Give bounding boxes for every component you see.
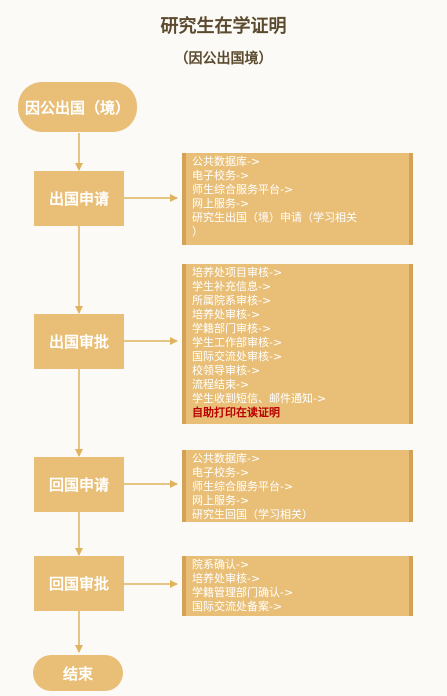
note-line: 网上服务-> [192, 494, 250, 507]
page-title: 研究生在学证明 [160, 16, 287, 37]
step-outbound-approve: 出国审批 [34, 314, 124, 369]
step-outbound-apply: 出国申请 [34, 171, 124, 226]
note-line: 培养处项目审核-> [192, 266, 283, 279]
note-line: 流程结束-> [192, 378, 250, 391]
note-line: 电子校务-> [192, 466, 250, 479]
note-line: 学籍管理部门确认-> [192, 586, 294, 599]
note-line: 培养处审核-> [192, 572, 261, 585]
note-line: 培养处审核-> [192, 308, 261, 321]
note-lines: 培养处项目审核-> 学生补充信息-> 所属院系审核-> 培养处审核-> 学籍部门… [192, 266, 403, 420]
note-return-approve: 院系确认-> 培养处审核-> 学籍管理部门确认-> 国际交流处备案-> [182, 556, 413, 616]
note-line: 师生综合服务平台-> [192, 183, 294, 196]
note-line: 校领导审核-> [192, 364, 261, 377]
note-line: 公共数据库-> [192, 155, 261, 168]
flow-end-node: 结束 [33, 655, 123, 691]
note-line: 网上服务-> [192, 197, 250, 210]
note-line: 院系确认-> [192, 558, 250, 571]
note-line: 研究生出国（境）申请（学习相关 [192, 211, 357, 224]
note-line: 国际交流处备案-> [192, 600, 283, 613]
note-lines: 公共数据库-> 电子校务-> 师生综合服务平台-> 网上服务-> 研究生出国（境… [192, 155, 403, 239]
note-line: 公共数据库-> [192, 452, 261, 465]
page-subtitle: （因公出国境） [174, 51, 273, 67]
flow-start-node: 因公出国（境） [18, 82, 137, 132]
note-line: 师生综合服务平台-> [192, 480, 294, 493]
step-return-approve: 回国审批 [34, 556, 124, 611]
note-lines: 公共数据库-> 电子校务-> 师生综合服务平台-> 网上服务-> 研究生回国（学… [192, 452, 403, 522]
note-return-apply: 公共数据库-> 电子校务-> 师生综合服务平台-> 网上服务-> 研究生回国（学… [182, 450, 413, 522]
note-line: 所属院系审核-> [192, 294, 272, 307]
step-return-apply: 回国申请 [34, 457, 124, 512]
note-lines: 院系确认-> 培养处审核-> 学籍管理部门确认-> 国际交流处备案-> [192, 558, 403, 614]
note-line: 学籍部门审核-> [192, 322, 272, 335]
note-line: 电子校务-> [192, 169, 250, 182]
note-line: 学生工作部审核-> [192, 336, 283, 349]
note-line: 学生补充信息-> [192, 280, 272, 293]
note-line: 学生收到短信、邮件通知-> [192, 392, 327, 405]
note-line: 国际交流处审核-> [192, 350, 283, 363]
note-outbound-apply: 公共数据库-> 电子校务-> 师生综合服务平台-> 网上服务-> 研究生出国（境… [182, 153, 413, 245]
note-outbound-approve: 培养处项目审核-> 学生补充信息-> 所属院系审核-> 培养处审核-> 学籍部门… [182, 264, 413, 424]
note-line: 研究生回国（学习相关） [192, 508, 313, 521]
print-certificate-highlight: 自助打印在读证明 [192, 406, 280, 419]
note-line: ） [192, 225, 203, 238]
